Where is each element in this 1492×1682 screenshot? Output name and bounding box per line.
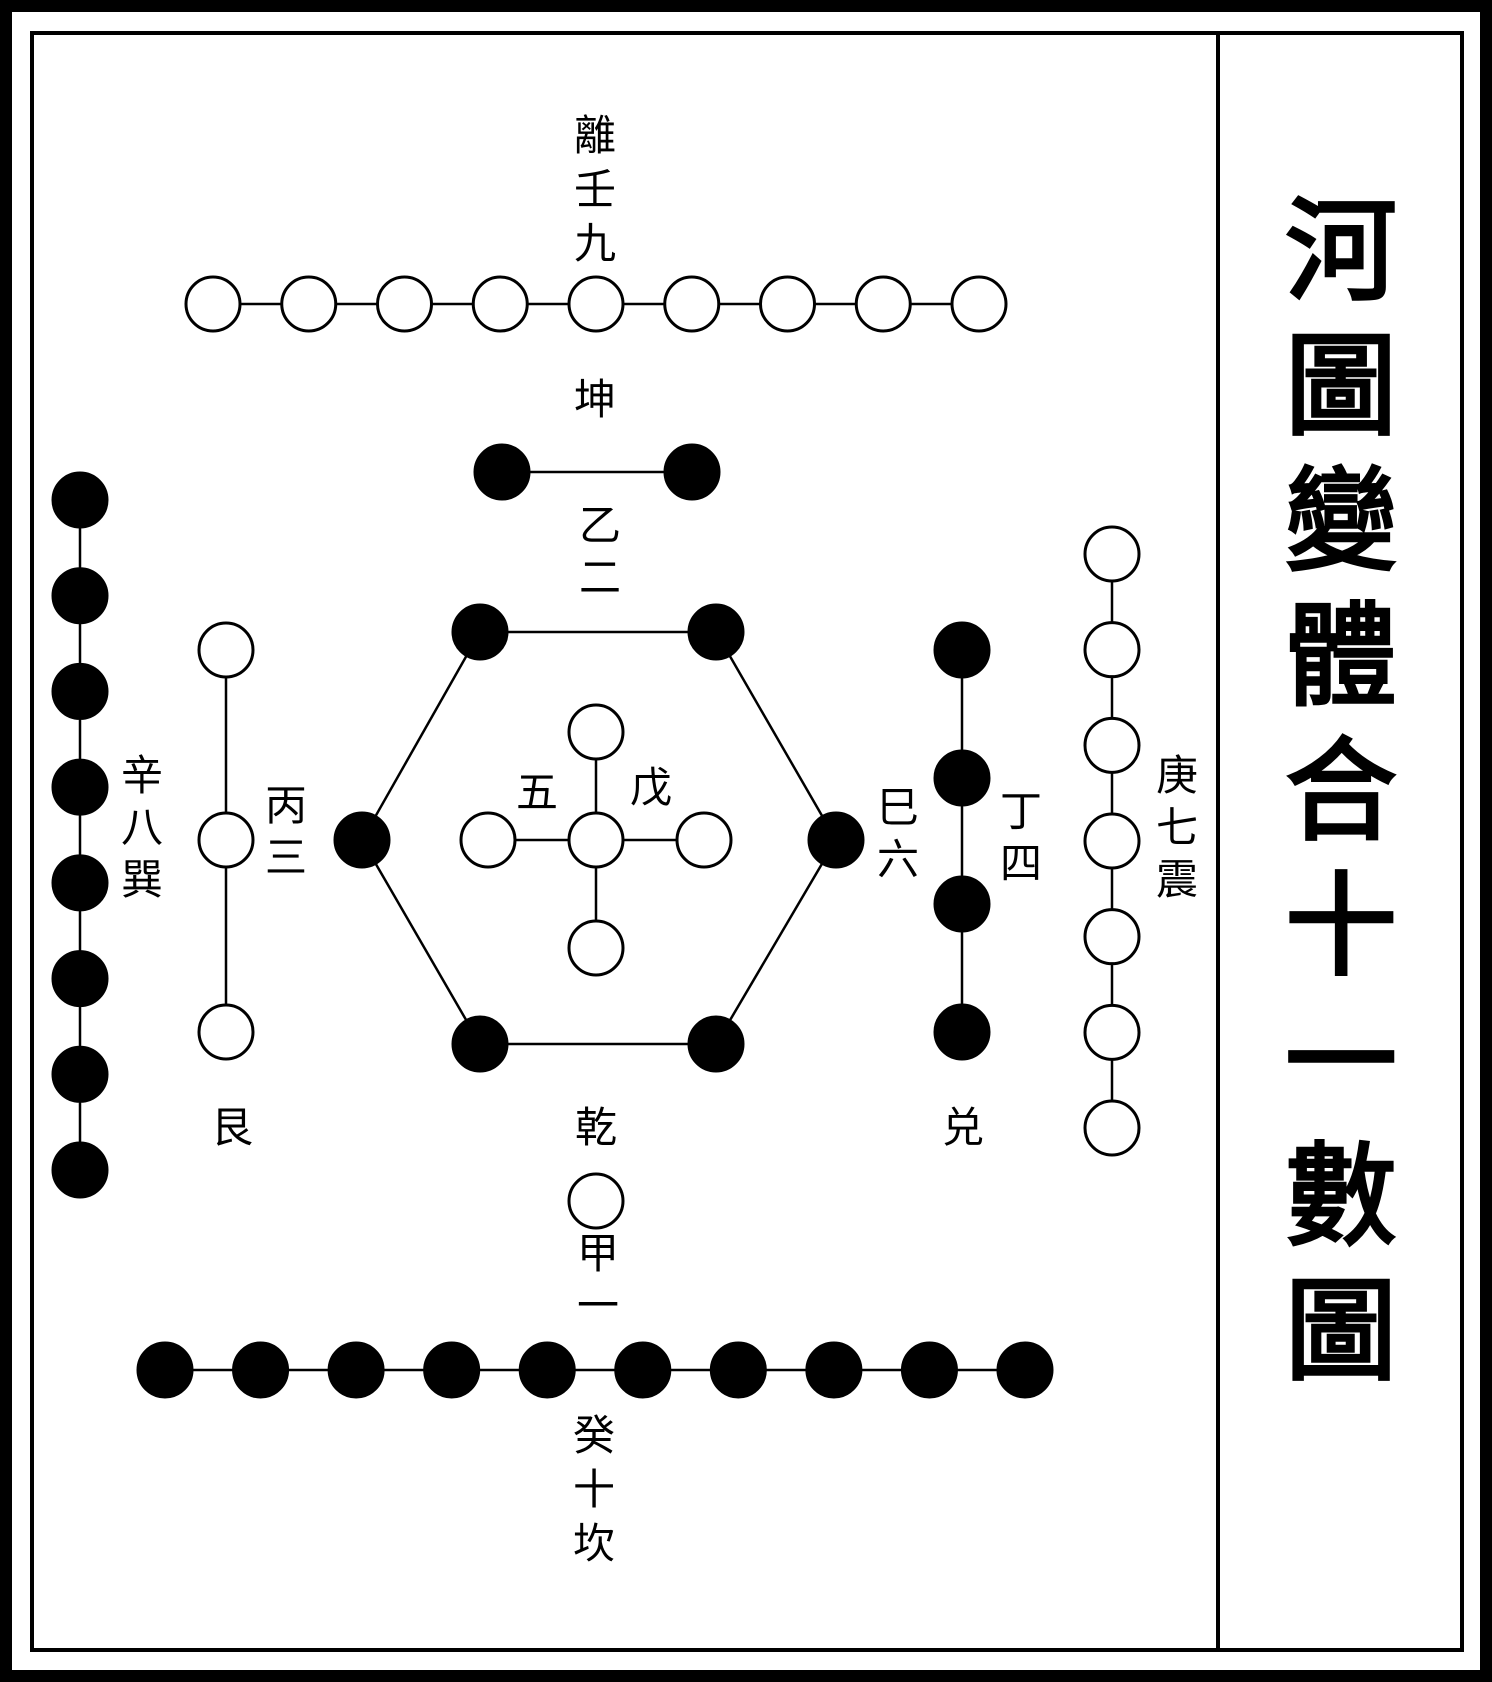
kun-two-dot bbox=[473, 443, 531, 501]
top-nine-dot bbox=[471, 275, 529, 333]
gen-three-dot bbox=[197, 1003, 255, 1061]
label-si-six: 巳六 bbox=[877, 783, 919, 884]
dui-four-dot bbox=[933, 749, 991, 807]
dui-four-dot bbox=[933, 621, 991, 679]
hexagon-six-connector bbox=[714, 839, 838, 1045]
label-li-ren-nine: 離壬九 bbox=[574, 111, 616, 268]
gen-three-dot bbox=[197, 811, 255, 869]
center-five-dot bbox=[567, 811, 625, 869]
kan-ten-dot bbox=[996, 1341, 1054, 1399]
label-gen: 艮 bbox=[211, 1103, 253, 1152]
xun-eight-dot bbox=[51, 758, 109, 816]
qian-one-dot bbox=[567, 1172, 625, 1230]
hexagon-six-dot bbox=[807, 811, 865, 869]
center-five-dot bbox=[567, 919, 625, 977]
xun-eight-dot bbox=[51, 1045, 109, 1103]
top-nine-dot bbox=[950, 275, 1008, 333]
kan-ten-dot bbox=[232, 1341, 290, 1399]
label-xin-eight-xun: 辛八巽 bbox=[121, 751, 163, 904]
label-gui-ten-kan: 癸十坎 bbox=[573, 1411, 615, 1568]
hexagon-six-connector bbox=[360, 839, 482, 1045]
label-jia-one: 甲一 bbox=[577, 1229, 619, 1330]
zhen-seven-dot bbox=[1083, 716, 1141, 774]
label-bing-three: 丙三 bbox=[265, 781, 307, 882]
xun-eight-dot bbox=[51, 567, 109, 625]
kan-ten-dot bbox=[709, 1341, 767, 1399]
labels: 離壬九 坤 乙二 辛八巽 丙三 五 戊 巳六 丁四 庚七震 艮 乾 兑 甲一 癸… bbox=[121, 111, 1397, 1568]
kan-ten-dot bbox=[614, 1341, 672, 1399]
zhen-seven-dot bbox=[1083, 1099, 1141, 1157]
xun-eight-dot bbox=[51, 950, 109, 1008]
dot-groups bbox=[51, 275, 1141, 1399]
center-five-dot bbox=[675, 811, 733, 869]
hexagon-six-connector bbox=[714, 631, 838, 841]
inner-border bbox=[30, 31, 1464, 1652]
kan-ten-dot bbox=[805, 1341, 863, 1399]
hexagon-six-connector bbox=[360, 631, 482, 841]
kan-ten-dot bbox=[518, 1341, 576, 1399]
hexagon-six-dot bbox=[687, 1015, 745, 1073]
kun-two-dot bbox=[663, 443, 721, 501]
dui-four-dot bbox=[933, 875, 991, 933]
label-qian: 乾 bbox=[575, 1103, 617, 1152]
kan-ten-dot bbox=[327, 1341, 385, 1399]
xun-eight-dot bbox=[51, 1141, 109, 1199]
hexagon-six-dot bbox=[687, 603, 745, 661]
kan-ten-dot bbox=[136, 1341, 194, 1399]
hexagon-six-dot bbox=[333, 811, 391, 869]
diagram-title: 河圖變體合十一數圖 bbox=[1285, 186, 1397, 1397]
top-nine-dot bbox=[759, 275, 816, 333]
zhen-seven-dot bbox=[1083, 908, 1141, 966]
xun-eight-dot bbox=[51, 471, 109, 529]
xun-eight-dot bbox=[51, 854, 109, 912]
label-ding-four: 丁四 bbox=[1000, 787, 1042, 888]
hexagon-six-dot bbox=[451, 603, 509, 661]
label-wu-five: 五 bbox=[516, 768, 558, 817]
top-nine-dot bbox=[663, 275, 721, 333]
xun-eight-dot bbox=[51, 662, 109, 720]
label-dui: 兑 bbox=[942, 1103, 984, 1152]
label-geng-seven-zhen: 庚七震 bbox=[1156, 751, 1198, 904]
center-five-dot bbox=[567, 703, 625, 761]
zhen-seven-dot bbox=[1083, 812, 1141, 870]
center-five-dot bbox=[459, 811, 517, 869]
top-nine-dot bbox=[854, 275, 912, 333]
top-nine-dot bbox=[280, 275, 338, 333]
gen-three-dot bbox=[197, 621, 255, 679]
zhen-seven-dot bbox=[1083, 1003, 1141, 1061]
label-kun: 坤 bbox=[574, 375, 616, 424]
kan-ten-dot bbox=[900, 1341, 958, 1399]
kan-ten-dot bbox=[423, 1341, 481, 1399]
label-yi-two: 乙二 bbox=[579, 501, 621, 602]
zhen-seven-dot bbox=[1083, 621, 1141, 679]
top-nine-dot bbox=[376, 275, 433, 333]
top-nine-dot bbox=[184, 275, 242, 333]
zhen-seven-dot bbox=[1083, 525, 1141, 583]
dui-four-dot bbox=[933, 1003, 991, 1061]
label-wu-stem: 戊 bbox=[630, 763, 672, 812]
hexagon-six-dot bbox=[451, 1015, 509, 1073]
top-nine-dot bbox=[567, 275, 625, 333]
